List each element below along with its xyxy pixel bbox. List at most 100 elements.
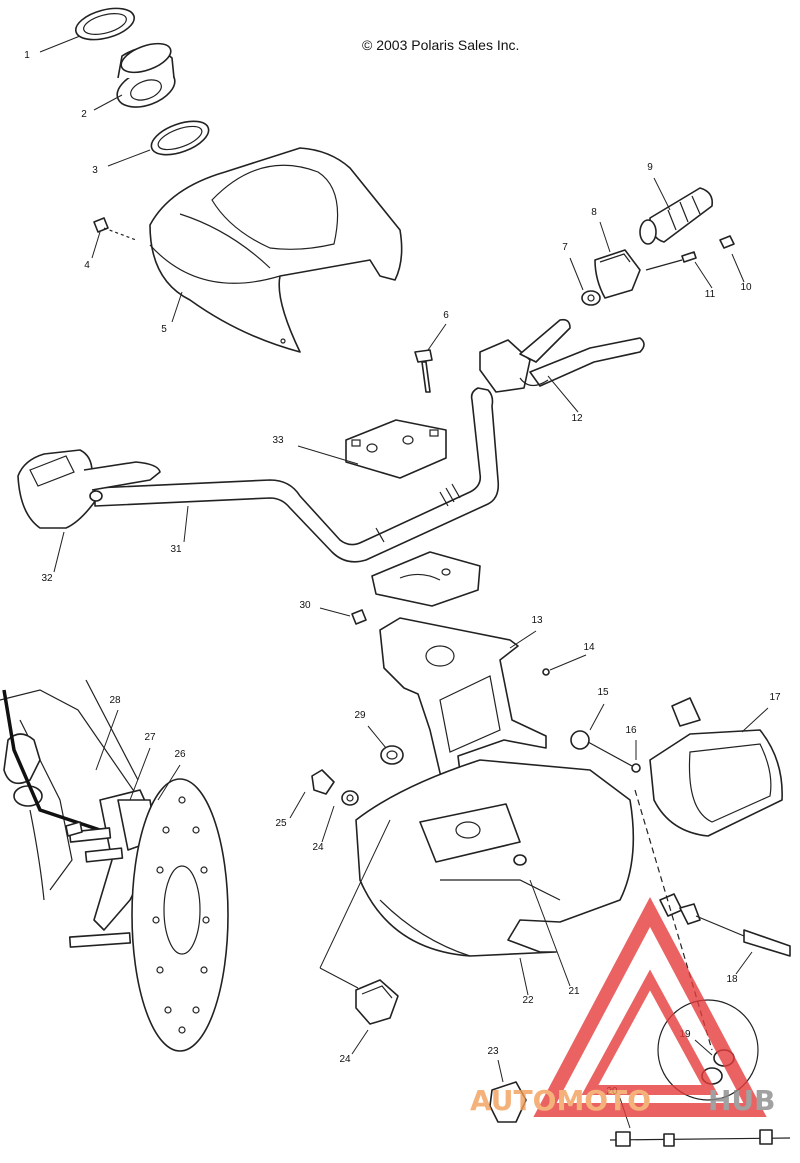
part-10-cap: [719, 235, 735, 249]
part-7-washer: [581, 290, 601, 306]
part-5-headlight-pod-cover: [149, 147, 403, 353]
leader-line-24: [321, 805, 335, 843]
callout-32-master-cylinder: 32: [41, 573, 53, 584]
leader-line-32: [53, 531, 65, 573]
callout-27-brake-line: 27: [144, 732, 156, 743]
leader-line-21: [529, 879, 571, 987]
callout-5-headlight-pod-cover: 5: [161, 324, 167, 335]
callout-4-screw: 4: [84, 260, 90, 271]
callout-16-bulb-socket: 16: [625, 725, 637, 736]
part-22-fender: [355, 759, 635, 957]
automotohub-watermark: AUTOMOTO HUB: [470, 897, 776, 1117]
callout-17-headlight: 17: [769, 692, 781, 703]
leader-line-17: [741, 707, 769, 733]
leader-line-7: [569, 257, 584, 291]
part-25-indicator: [311, 769, 335, 795]
part-18-speedometer-cable: [659, 893, 791, 957]
part-4-screw: [93, 217, 137, 241]
leader-line-12: [547, 375, 579, 413]
callout-22-fender-bracket: 22: [522, 995, 534, 1006]
callout-9-grip: 9: [647, 162, 653, 173]
part-17-headlight: [649, 697, 783, 837]
leader-line-8: [599, 221, 611, 253]
callout-3-ring: 3: [92, 165, 98, 176]
part-31-handlebar: [94, 387, 500, 563]
callout-28-bolt: 28: [109, 695, 121, 706]
callout-15-clip: 15: [597, 687, 609, 698]
callout-12-brake-lever: 12: [571, 413, 583, 424]
part-33-lower-block: [371, 551, 481, 607]
part-19-sensor-detail: [634, 789, 759, 1101]
callout-8-throttle-housing: 8: [591, 207, 597, 218]
leader-line-29: [367, 725, 387, 749]
part-24-grommet: [341, 790, 359, 806]
part-14-rivet: [542, 668, 550, 676]
part-33-upper-block: [345, 419, 447, 479]
leader-line-30: [319, 607, 351, 617]
part-6-bolt: [414, 349, 433, 393]
callout-2-handlebar-pad: 2: [81, 109, 87, 120]
leader-line-6: [427, 323, 447, 351]
callout-26-brake-caliper: 26: [174, 749, 186, 760]
part-30-plate: [351, 609, 367, 625]
leader-line-10: [731, 253, 745, 283]
part-9-grip: [639, 187, 714, 245]
frame-fork: [0, 679, 141, 901]
callout-1-pad-ring: 1: [24, 50, 30, 61]
leader-line-25: [289, 791, 306, 819]
leader-line-24: [351, 1029, 369, 1055]
part-1-pad-ring: [74, 7, 136, 41]
part-15-clip: [570, 730, 633, 767]
part-3-ring: [150, 120, 210, 156]
callout-31-handlebar: 31: [170, 544, 182, 555]
leader-line-13: [509, 630, 537, 649]
brake-disc: [131, 778, 229, 1052]
callout-23-clamp: 23: [487, 1046, 499, 1057]
callout-14-rivet: 14: [583, 642, 595, 653]
callout-13-bracket: 13: [531, 615, 543, 626]
part-24-switch: [319, 819, 399, 1025]
part-21-nut: [513, 854, 527, 866]
part-8-throttle-housing: [594, 249, 641, 299]
callout-11-screw: 11: [705, 289, 716, 300]
leader-line-14: [549, 654, 587, 671]
part-16-bulb-socket: [631, 763, 641, 773]
leader-line-2: [93, 94, 123, 111]
copyright-notice: © 2003 Polaris Sales Inc.: [362, 37, 520, 53]
callout-30-plate: 30: [299, 600, 311, 611]
callout-labels: 1234567891011121314151617181920212223242…: [24, 35, 781, 1129]
part-20-harness: [609, 1129, 791, 1147]
part-12-brake-lever: [479, 318, 645, 393]
leader-line-15: [589, 703, 605, 731]
leader-line-5: [171, 291, 183, 323]
leader-line-33: [297, 445, 359, 465]
callout-29-grommet: 29: [354, 710, 366, 721]
watermark-brand-part2: HUB: [708, 1084, 776, 1117]
part-28-bolt: [65, 821, 83, 837]
leader-line-3: [107, 149, 151, 167]
callout-33-handlebar-block: 33: [272, 435, 284, 446]
callout-6-bolt: 6: [443, 310, 449, 321]
leader-line-1: [39, 35, 81, 53]
callout-25-indicator: 25: [275, 818, 287, 829]
callout-24-grommet: 24: [312, 842, 324, 853]
part-2-handlebar-pad: [116, 42, 176, 108]
part-23-clamp: [489, 1081, 527, 1123]
leader-line-28: [95, 709, 119, 771]
leader-line-31: [183, 505, 189, 543]
leader-line-23: [497, 1059, 504, 1083]
watermark-brand-part1: AUTOMOTO: [470, 1084, 651, 1117]
callout-7-washer: 7: [562, 242, 568, 253]
callout-10-cap: 10: [740, 282, 752, 293]
leader-line-9: [653, 177, 671, 211]
leader-line-26: [157, 764, 181, 801]
part-13-bracket: [379, 617, 547, 791]
callout-24-switch: 24: [339, 1054, 351, 1065]
leader-line-22: [519, 957, 529, 996]
leader-line-19: [694, 1039, 713, 1056]
leader-line-11: [694, 261, 713, 289]
leader-line-27: [129, 747, 151, 801]
callout-18-speedometer-cable: 18: [726, 974, 738, 985]
leader-line-4: [91, 231, 101, 259]
